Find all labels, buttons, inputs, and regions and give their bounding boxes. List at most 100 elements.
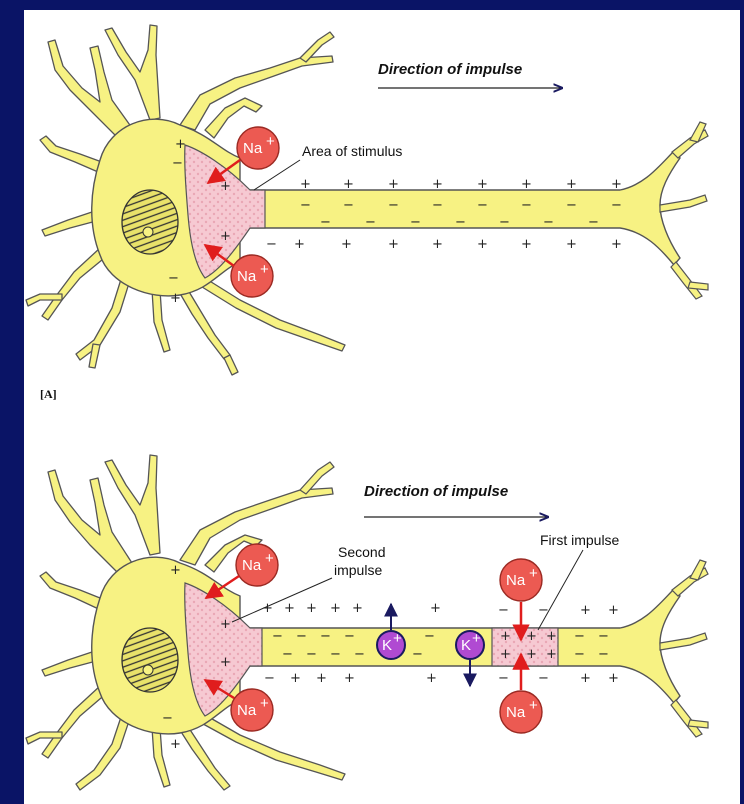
svg-text:Na: Na <box>506 572 526 589</box>
svg-text:−: − <box>300 198 311 213</box>
svg-text:+: + <box>477 237 488 252</box>
svg-text:−: − <box>574 647 585 662</box>
svg-text:+: + <box>611 177 622 192</box>
svg-text:−: − <box>574 629 585 644</box>
axon-terminals-a <box>660 122 708 299</box>
svg-text:K: K <box>461 637 471 654</box>
svg-text:+: + <box>284 601 295 616</box>
svg-text:−: − <box>499 215 510 230</box>
nucleolus-b <box>143 665 153 675</box>
svg-text:−: − <box>521 198 532 213</box>
nucleus-a <box>122 190 178 254</box>
svg-text:−: − <box>412 647 423 662</box>
svg-text:−: − <box>543 215 554 230</box>
svg-text:−: − <box>172 156 183 171</box>
svg-text:−: − <box>354 647 365 662</box>
svg-text:−: − <box>477 198 488 213</box>
k-ion-right: K + <box>456 630 484 659</box>
na-ion-b-top-left: Na + <box>236 544 278 586</box>
svg-text:−: − <box>264 671 275 686</box>
second-impulse-label-2: impulse <box>334 562 382 578</box>
svg-text:−: − <box>538 603 549 618</box>
second-impulse-label-1: Second <box>338 544 385 560</box>
svg-text:+: + <box>170 563 181 578</box>
svg-text:+: + <box>260 261 269 278</box>
svg-text:−: − <box>432 198 443 213</box>
na-ion-b-bottom-right: Na + <box>500 691 542 733</box>
svg-text:+: + <box>546 647 557 662</box>
svg-text:−: − <box>266 237 277 252</box>
k-ion-left: K + <box>377 630 405 659</box>
svg-text:+: + <box>608 671 619 686</box>
svg-text:+: + <box>500 647 511 662</box>
svg-text:+: + <box>393 630 402 647</box>
svg-text:−: − <box>320 629 331 644</box>
svg-text:−: − <box>272 629 283 644</box>
svg-text:+: + <box>266 133 275 150</box>
svg-text:−: − <box>296 629 307 644</box>
svg-text:+: + <box>343 177 354 192</box>
svg-text:+: + <box>477 177 488 192</box>
svg-text:+: + <box>521 177 532 192</box>
direction-label-a: Direction of impulse <box>378 61 522 78</box>
svg-text:+: + <box>529 565 538 582</box>
svg-text:+: + <box>388 237 399 252</box>
nucleus-b <box>122 628 178 692</box>
svg-text:−: − <box>588 215 599 230</box>
callout-line-second <box>232 578 332 622</box>
direction-label-b: Direction of impulse <box>364 483 508 500</box>
svg-text:Na: Na <box>237 702 257 719</box>
na-ion-a-top: Na + <box>237 127 279 169</box>
svg-text:+: + <box>388 177 399 192</box>
svg-text:+: + <box>262 601 273 616</box>
svg-text:−: − <box>343 198 354 213</box>
svg-text:−: − <box>566 198 577 213</box>
svg-text:+: + <box>175 137 186 152</box>
svg-text:+: + <box>521 237 532 252</box>
svg-text:−: − <box>282 647 293 662</box>
svg-text:−: − <box>365 215 376 230</box>
svg-text:K: K <box>382 637 392 654</box>
svg-text:+: + <box>341 237 352 252</box>
svg-text:+: + <box>330 601 341 616</box>
svg-text:−: − <box>330 647 341 662</box>
svg-text:−: − <box>455 215 466 230</box>
svg-text:+: + <box>300 177 311 192</box>
callout-line-first <box>538 550 583 630</box>
svg-text:Na: Na <box>242 557 262 574</box>
first-impulse-label: First impulse <box>540 532 620 548</box>
panel-a-label: [A] <box>40 387 57 401</box>
svg-text:+: + <box>316 671 327 686</box>
svg-text:+: + <box>170 291 181 306</box>
area-of-stimulus-label: Area of stimulus <box>302 143 402 159</box>
svg-text:+: + <box>432 177 443 192</box>
svg-text:−: − <box>320 215 331 230</box>
svg-text:+: + <box>500 629 511 644</box>
svg-text:+: + <box>566 177 577 192</box>
nucleolus-a <box>143 227 153 237</box>
svg-text:+: + <box>430 601 441 616</box>
svg-text:Na: Na <box>243 140 263 157</box>
svg-text:−: − <box>306 647 317 662</box>
svg-text:+: + <box>220 179 231 194</box>
panel-b: Direction of impulse Second impulse Firs… <box>26 455 708 790</box>
svg-text:+: + <box>529 697 538 714</box>
panel-a: Direction of impulse Area of stimulus Na… <box>26 25 708 401</box>
svg-text:−: − <box>410 215 421 230</box>
svg-text:+: + <box>608 603 619 618</box>
svg-text:+: + <box>546 629 557 644</box>
svg-text:−: − <box>598 629 609 644</box>
svg-text:+: + <box>432 237 443 252</box>
svg-text:−: − <box>498 671 509 686</box>
svg-text:+: + <box>566 237 577 252</box>
svg-text:+: + <box>170 737 181 752</box>
axon-terminals-b <box>660 560 708 737</box>
svg-text:−: − <box>424 629 435 644</box>
na-ion-b-top-right: Na + <box>500 559 542 601</box>
svg-text:+: + <box>220 617 231 632</box>
svg-text:+: + <box>526 629 537 644</box>
na-ion-b-bottom-left: Na + <box>231 689 273 731</box>
svg-text:−: − <box>344 629 355 644</box>
